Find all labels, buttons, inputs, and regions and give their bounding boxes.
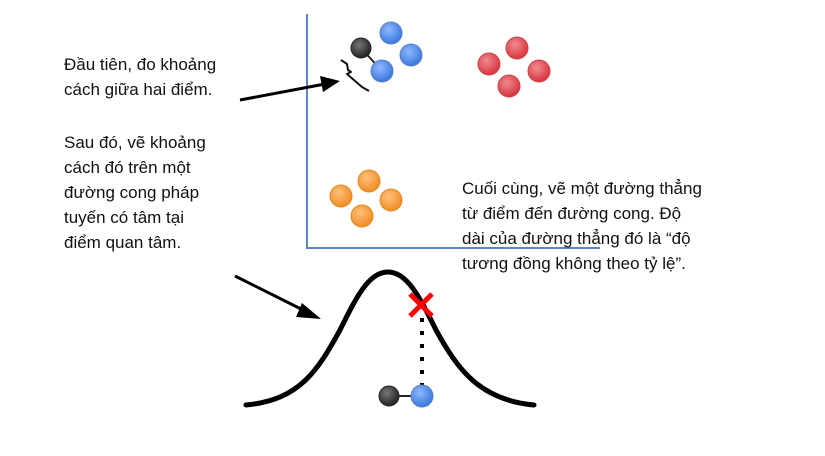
base-pair xyxy=(378,384,434,408)
orange-point xyxy=(379,188,403,212)
red-point xyxy=(497,74,521,98)
red-point xyxy=(477,52,501,76)
annotation-line: dài của đường thẳng đó là “độ xyxy=(462,229,691,248)
orange-point xyxy=(357,169,381,193)
blue-point xyxy=(399,43,423,67)
orange-cluster xyxy=(329,169,403,228)
orange-point xyxy=(329,184,353,208)
red-cluster xyxy=(477,36,551,98)
blue-point xyxy=(379,21,403,45)
normal-curve xyxy=(243,269,537,408)
blue-point xyxy=(410,384,434,408)
annotation-line: tuyến có tâm tại xyxy=(64,208,185,227)
orange-point xyxy=(350,204,374,228)
annotation-line: cách giữa hai điểm. xyxy=(64,80,213,99)
annotation-line: điểm quan tâm. xyxy=(64,233,182,252)
blue-point xyxy=(370,59,394,83)
scatter-axes xyxy=(306,14,600,249)
red-point xyxy=(527,59,551,83)
annotation-line: tương đồng không theo tỷ lệ”. xyxy=(462,254,686,273)
black-point xyxy=(350,37,372,59)
distance-bracket xyxy=(340,59,370,92)
blue-cluster xyxy=(350,21,423,83)
red-point xyxy=(505,36,529,60)
black-point xyxy=(378,385,400,407)
annotation-step-2: Sau đó, vẽ khoảng cách đó trên một đường… xyxy=(64,130,206,255)
cross-marker xyxy=(408,292,434,318)
annotation-line: từ điểm đến đường cong. Độ xyxy=(462,204,682,223)
annotation-line: Sau đó, vẽ khoảng xyxy=(64,133,206,152)
annotation-line: đường cong pháp xyxy=(64,183,200,202)
annotation-step-3: Cuối cùng, vẽ một đường thẳng từ điểm đế… xyxy=(462,176,702,276)
arrow-to-curve xyxy=(234,274,321,319)
annotation-line: cách đó trên một xyxy=(64,158,191,177)
annotation-line: Đầu tiên, đo khoảng xyxy=(64,55,217,74)
annotation-step-1: Đầu tiên, đo khoảng cách giữa hai điểm. xyxy=(64,52,216,102)
arrow-to-bracket xyxy=(239,76,340,102)
annotation-line: Cuối cùng, vẽ một đường thẳng xyxy=(462,179,702,198)
